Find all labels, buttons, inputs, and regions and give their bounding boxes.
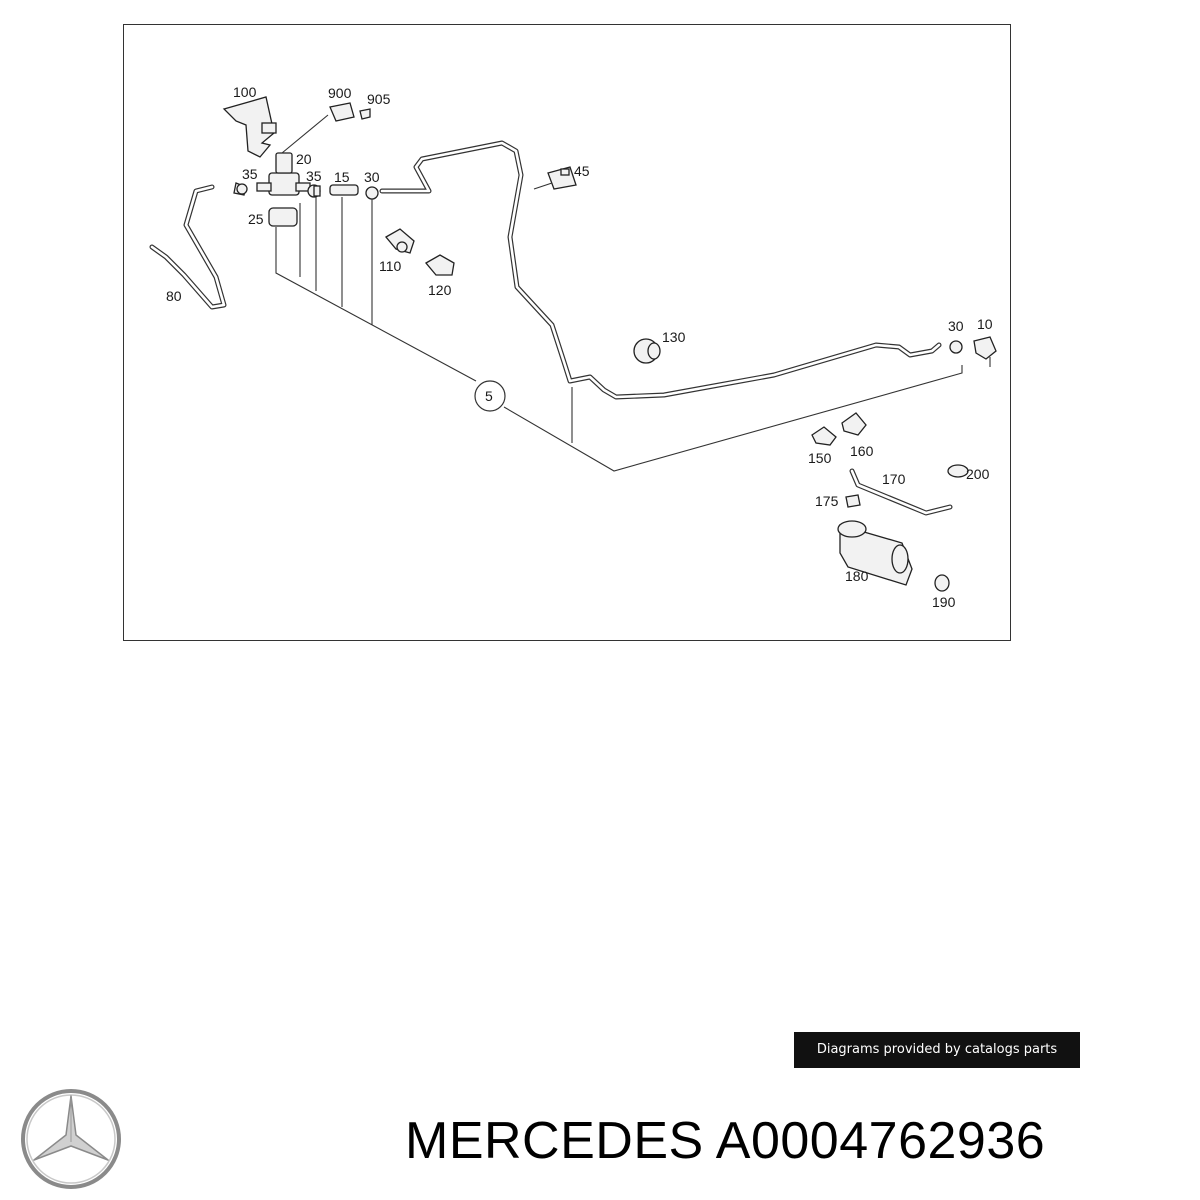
connector-45 <box>547 166 577 190</box>
callout-80: 80 <box>166 288 182 304</box>
callout-25: 25 <box>248 211 264 227</box>
sensor-900 <box>329 102 371 122</box>
callout-5: 5 <box>485 388 493 404</box>
diagram-credit-banner: Diagrams provided by catalogs parts <box>794 1032 1080 1068</box>
callout-35a: 35 <box>242 166 258 182</box>
nut-200 <box>947 464 969 478</box>
clip-150 <box>811 426 837 446</box>
bracket-100 <box>222 96 277 158</box>
callout-170: 170 <box>882 471 906 487</box>
canister-180 <box>837 520 913 586</box>
callout-110: 110 <box>379 258 402 274</box>
valve-assembly <box>233 152 311 227</box>
callout-15: 15 <box>334 169 350 185</box>
grommet-130 <box>633 338 661 364</box>
clip-160 <box>841 412 867 436</box>
callout-175: 175 <box>815 493 839 509</box>
parts-diagram-drawing: 100 900 905 20 35 35 15 30 25 45 80 110 … <box>149 84 997 610</box>
part-title: MERCEDES A0004762936 <box>405 1112 1046 1170</box>
ring-190 <box>934 574 950 592</box>
callout-45: 45 <box>574 163 590 179</box>
callout-180: 180 <box>845 568 869 584</box>
callout-130: 130 <box>662 329 686 345</box>
clip-120 <box>425 254 455 276</box>
mercedes-star-icon <box>21 1089 121 1189</box>
callout-100: 100 <box>233 84 257 100</box>
parts-diagram: 100 900 905 20 35 35 15 30 25 45 80 110 … <box>123 24 1011 641</box>
main-pipe <box>379 140 942 400</box>
callout-905: 905 <box>367 91 391 107</box>
callout-900: 900 <box>328 85 352 101</box>
callout-10: 10 <box>977 316 993 332</box>
callout-160: 160 <box>850 443 874 459</box>
line-170 <box>849 468 953 516</box>
callout-150: 150 <box>808 450 832 466</box>
callout-35b: 35 <box>306 168 322 184</box>
callout-30a: 30 <box>364 169 380 185</box>
callout-200: 200 <box>966 466 990 482</box>
nut-175 <box>845 494 861 508</box>
callout-120: 120 <box>428 282 452 298</box>
callout-20: 20 <box>296 151 312 167</box>
fitting-10 <box>949 336 997 360</box>
callout-circle-5 <box>474 380 506 412</box>
callout-190: 190 <box>932 594 956 610</box>
callout-30b: 30 <box>948 318 964 334</box>
assembly-leader-lines <box>275 114 991 472</box>
hose-80 <box>149 184 227 310</box>
clip-110 <box>385 228 415 254</box>
connector-parts <box>307 184 379 200</box>
